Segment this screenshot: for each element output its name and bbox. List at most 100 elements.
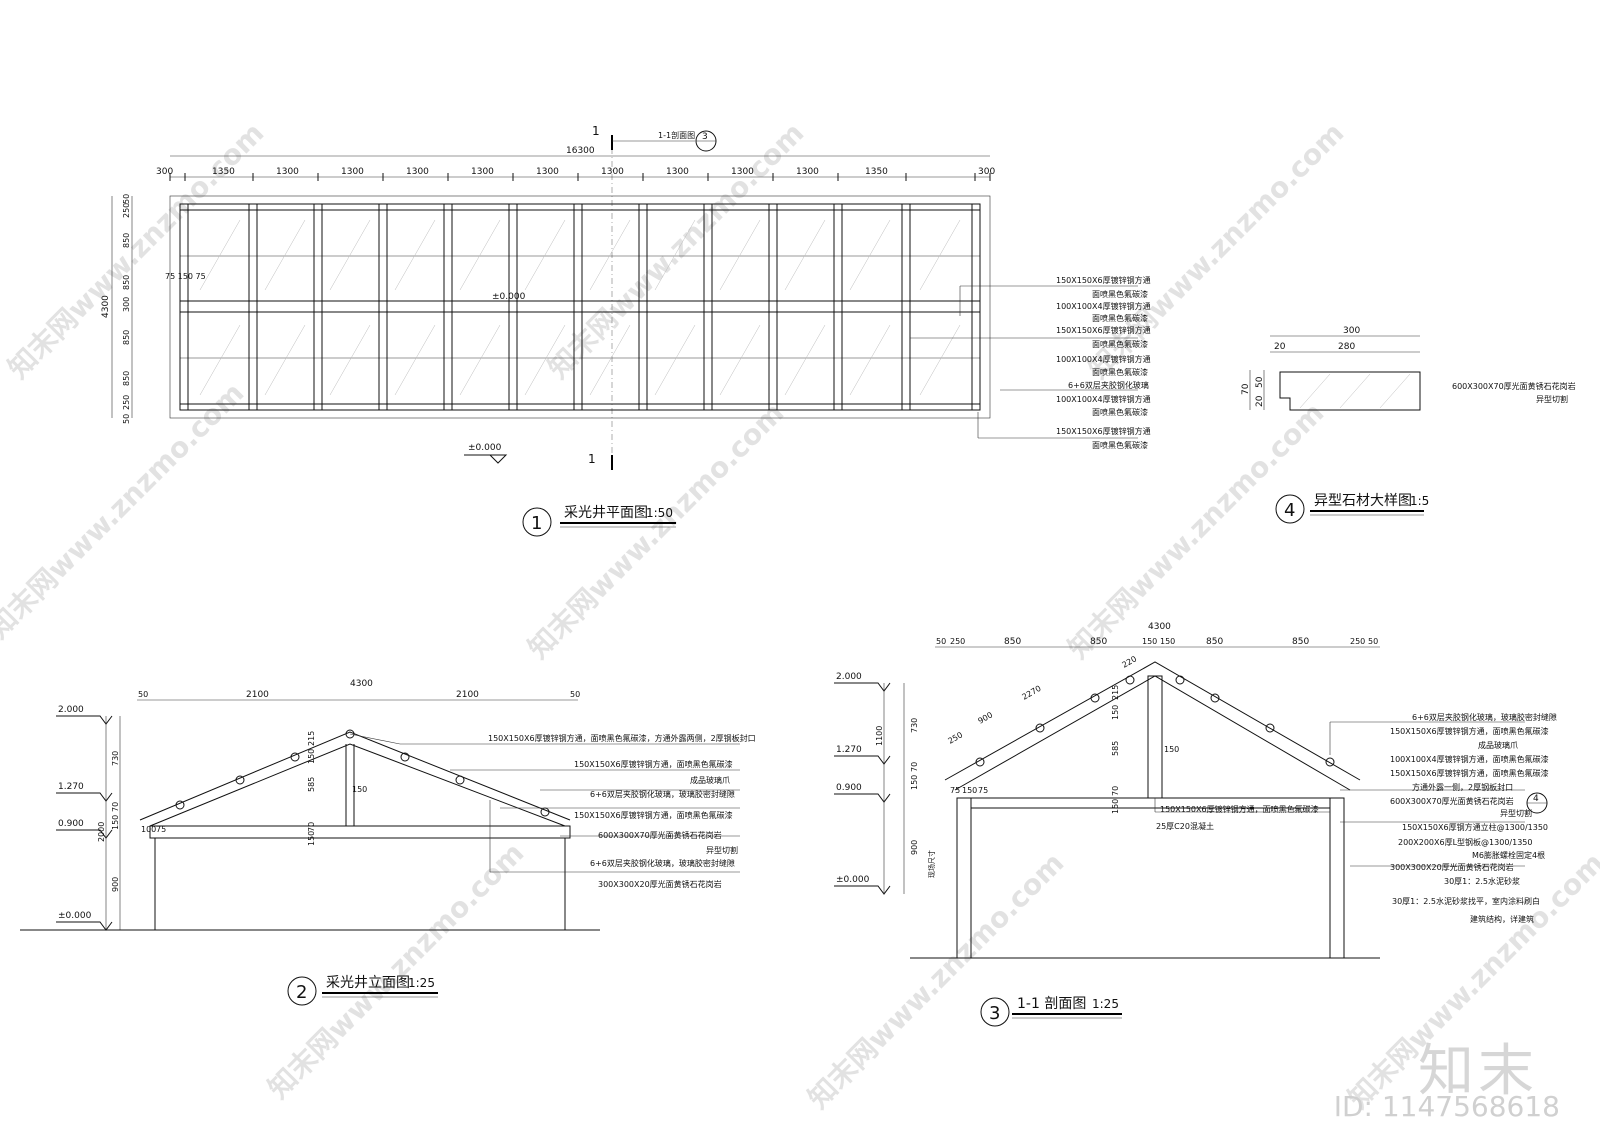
dim-text: 70: [1111, 786, 1120, 796]
stone-detail-view: 300 20 280 70 20 50 600X300X70厚光面黄锈石花岗岩 …: [1241, 326, 1576, 524]
left-overall-dim-text: 4300: [101, 295, 111, 318]
dim-text: 250: [122, 203, 131, 218]
dim-text: 100: [141, 825, 156, 834]
top-dim-ticks: [169, 173, 991, 181]
dim-text: 250: [950, 637, 965, 646]
callout-text: 100X100X4厚镀锌钢方通: [1056, 301, 1151, 311]
dim-text: 1300: [276, 167, 299, 177]
elevation-view: 4300 50 2100 2100 50 2.000 1.270 0.900 ±…: [20, 679, 756, 1006]
elev-callouts: 150X150X6厚镀锌钢方通，面喷黑色氟碳漆，方通外露两侧，2厚钢板封口 15…: [349, 733, 756, 889]
title-number: 3: [989, 1003, 1000, 1024]
dim-text: 2000: [97, 822, 106, 842]
elev-dim: 2100: [456, 690, 479, 700]
dim-text: 215: [307, 731, 316, 746]
callout-text: 150X150X6厚镀锌钢方通: [1056, 325, 1151, 335]
elev-dim: 2100: [246, 690, 269, 700]
callout-text: 方通外露一侧，2厚钢板封口: [1412, 782, 1513, 792]
callout-text: 6+6双层夹胶钢化玻璃，玻璃胶密封缝隙: [590, 789, 735, 799]
callout-text: 150X150X6厚镀锌钢方通，面喷黑色氟碳漆: [574, 759, 733, 769]
callout-text: 100X100X4厚镀锌钢方通: [1056, 354, 1151, 364]
dim-text: 150: [1142, 637, 1157, 646]
dim-text: 850: [1004, 637, 1021, 647]
dim-text: 250: [947, 730, 965, 745]
level-text: 1.270: [58, 782, 84, 792]
dim-text: 730: [910, 718, 919, 733]
dim-text: 150: [1160, 637, 1175, 646]
dim-text: 1300: [666, 167, 689, 177]
callout-text: 600X300X70厚光面黄锈石花岗岩: [1390, 796, 1514, 806]
callout-text: 6+6双层夹胶钢化玻璃，玻璃胶密封缝隙: [590, 858, 735, 868]
callout-text: 异型切割: [1500, 808, 1532, 818]
callout-text: 200X200X6厚L型钢板@1300/1350: [1398, 837, 1532, 847]
detail-dim-text: 50: [1255, 376, 1265, 388]
callout-text: 30厚1：2.5水泥砂浆: [1444, 876, 1520, 886]
dim-text: 1350: [865, 167, 888, 177]
dim-text: 150: [1111, 705, 1120, 720]
callout-text: 100X100X4厚镀锌钢方通: [1056, 394, 1151, 404]
dim-text: 75: [156, 825, 166, 834]
detail-dim-text: 20: [1274, 342, 1286, 352]
callout-text: 成品玻璃爪: [1478, 740, 1518, 750]
elev-dim: 50: [570, 690, 580, 699]
callout-text: 面喷黑色氟碳漆: [1092, 407, 1148, 417]
plan-level-below: ±0.000: [468, 443, 502, 453]
dim-text: 70: [111, 802, 120, 812]
callout-text: 150X150X6厚镀锌钢方通，面喷黑色氟碳漆: [1390, 768, 1549, 778]
dim-text: 50: [936, 637, 946, 646]
detail-dim-text: 70: [1241, 383, 1251, 395]
sec-slope-dims: 220 2270 900 250: [947, 654, 1139, 745]
callout-text: 面喷黑色氟碳漆: [1092, 440, 1148, 450]
wall-note: 现场尺寸: [927, 850, 936, 878]
dim-text: 1300: [341, 167, 364, 177]
dim-text: 50: [1368, 637, 1378, 646]
dim-text: 150: [352, 785, 367, 794]
title-bubble: [287, 976, 317, 1006]
elev-inner-dims: 215 150 585 150 70 150 100 75: [141, 731, 367, 846]
watermark-text: 知末网www.znzmo.com: [2, 116, 271, 385]
view-scale: 1:25: [1092, 997, 1119, 1011]
callout-text: 150X150X6厚镀锌钢方通: [1056, 426, 1151, 436]
level-text: ±0.000: [58, 911, 92, 921]
sec-roof-outline: [944, 661, 1361, 781]
callout-text: 150X150X6厚镀锌钢方通，面喷黑色氟碳漆: [574, 810, 733, 820]
view-title: 采光井平面图: [564, 505, 648, 521]
detail-callout: 异型切割: [1536, 394, 1568, 404]
elev-dim: 50: [138, 690, 148, 699]
dim-text: 1300: [406, 167, 429, 177]
title-bubble: [1275, 494, 1305, 524]
callout-text: 150X150X6厚镀锌钢方通，面喷黑色氟碳漆: [1390, 726, 1549, 736]
dim-text: 850: [122, 233, 131, 248]
elev-levels: 2.000 1.270 0.900 ±0.000: [56, 705, 113, 931]
dim-text: 900: [977, 710, 995, 725]
level-text: 0.900: [836, 783, 862, 793]
dim-text: 2270: [1021, 684, 1043, 702]
plan-level-inner: ±0.000: [492, 292, 526, 302]
callout-text: 600X300X70厚光面黄锈石花岗岩: [598, 830, 722, 840]
plan-view: 1 1 1-1剖面图 3 16300 300 1350 1300 1300 13…: [101, 124, 1151, 537]
plan-outline: [169, 195, 991, 419]
elev-dim-total: 4300: [350, 679, 373, 689]
title-number: 2: [296, 982, 307, 1003]
callout-text: 30厚1：2.5水泥砂浆找平，室内涂料刷白: [1392, 896, 1540, 906]
detail-ref-number: 4: [1533, 794, 1539, 804]
callout-text: M6膨胀螺栓固定4根: [1472, 850, 1545, 860]
section-cut-label: 1: [588, 452, 596, 466]
section-cut-label: 1: [592, 124, 600, 138]
dim-text: 585: [307, 777, 316, 792]
dim-text: 1300: [796, 167, 819, 177]
watermark-layer: 知末网www.znzmo.com 知末网www.znzmo.com 知末网www…: [0, 116, 1600, 1115]
dim-text: 75: [950, 786, 960, 795]
sec-callouts: 6+6双层夹胶钢化玻璃，玻璃胶密封缝隙 150X150X6厚镀锌钢方通，面喷黑色…: [1329, 712, 1557, 924]
dim-text: 75: [978, 786, 988, 795]
small-dim-text: 75 150 75: [165, 272, 206, 281]
plan-posts: [179, 203, 981, 411]
callout-text: 6+6双层夹胶钢化玻璃: [1068, 380, 1149, 390]
glass-claws: [175, 729, 550, 817]
callout-text: 成品玻璃爪: [690, 775, 730, 785]
dim-text: 1300: [601, 167, 624, 177]
callout-text: 150X150X6厚镀锌钢方通，面喷黑色氟碳漆: [1160, 804, 1319, 814]
dim-text: 850: [122, 330, 131, 345]
dim-text: 585: [1111, 741, 1120, 756]
overall-dim-text: 16300: [566, 146, 595, 156]
